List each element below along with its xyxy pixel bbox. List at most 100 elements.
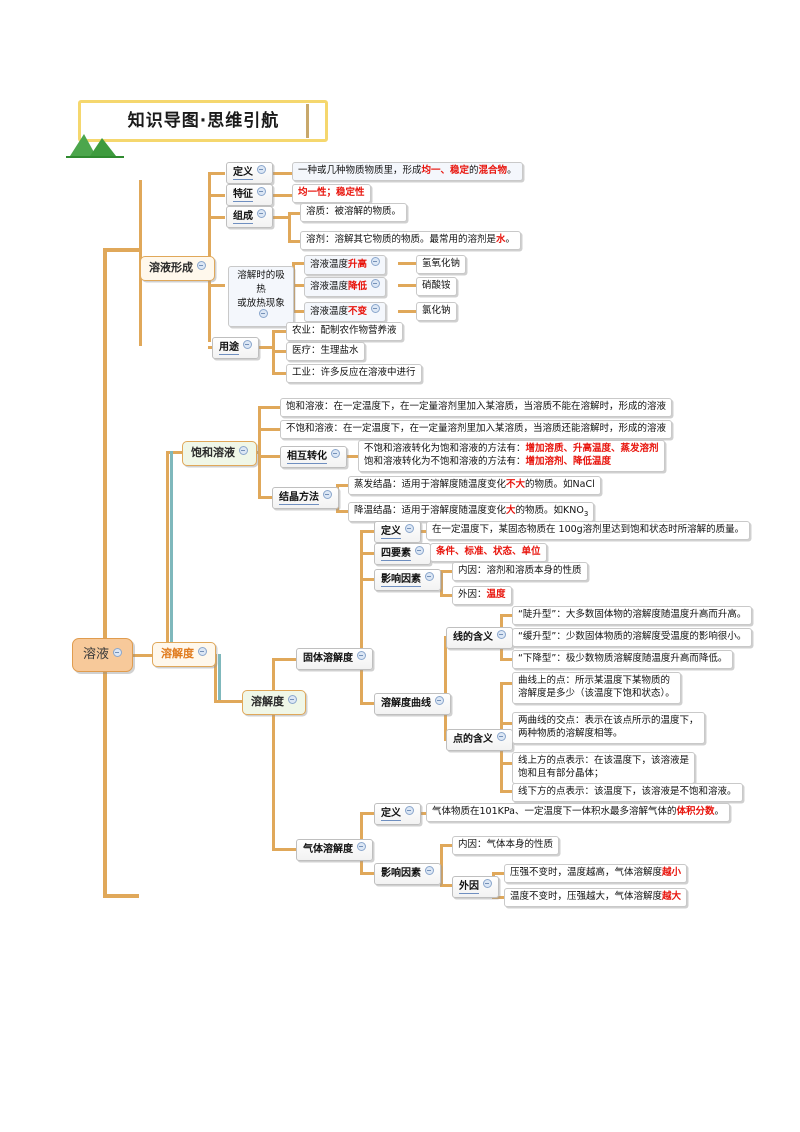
text-cooling-crystallization: 降温结晶：适用于溶解度随温度变化大的物质。如KNO3 bbox=[348, 502, 595, 523]
text-solid-definition: 在一定温度下，某固态物质在 100g溶剂里达到饱和状态时所溶解的质量。 bbox=[426, 521, 751, 540]
label-conversion[interactable]: 相互转化 bbox=[280, 446, 347, 468]
connector-comp-spine bbox=[288, 212, 291, 240]
collapse-icon[interactable] bbox=[405, 806, 414, 815]
root-node[interactable]: 溶液 bbox=[72, 638, 134, 672]
connector-green-solid bbox=[272, 658, 296, 661]
collapse-icon[interactable] bbox=[371, 279, 381, 288]
label-composition[interactable]: 组成 bbox=[226, 206, 273, 228]
connector-pm-3 bbox=[500, 762, 512, 765]
text-unsaturated-def: 不饱和溶液：在一定温度下，在一定量溶剂里加入某溶质，当溶质还能溶解时，形成的溶液 bbox=[280, 420, 673, 439]
conversion-line-2: 饱和溶液转化为不饱和溶液的方法有：增加溶剂、降低温度 bbox=[364, 455, 612, 467]
collapse-icon[interactable] bbox=[257, 187, 266, 196]
heat-row-same: 溶液温度不变 bbox=[304, 302, 387, 322]
label-line-meaning[interactable]: 线的含义 bbox=[446, 627, 513, 649]
connector-factor-spine bbox=[440, 570, 443, 594]
text-four-elements: 条件、标准、状态、单位 bbox=[430, 543, 547, 562]
branch-solubility[interactable]: 溶解度 bbox=[152, 642, 216, 667]
collapse-icon[interactable] bbox=[357, 651, 366, 660]
collapse-icon[interactable] bbox=[113, 648, 123, 657]
connector-sat-d1 bbox=[258, 406, 280, 409]
label-usage[interactable]: 用途 bbox=[212, 337, 259, 359]
label-gas-solubility[interactable]: 气体溶解度 bbox=[296, 839, 373, 861]
connector-heat-r1 bbox=[292, 262, 304, 265]
connector-lm-3 bbox=[500, 658, 512, 661]
page-title: 知识导图·思维引航 bbox=[127, 111, 280, 131]
collapse-icon[interactable] bbox=[497, 630, 506, 639]
collapse-icon[interactable] bbox=[371, 257, 381, 266]
connector-factor-int bbox=[440, 570, 452, 573]
collapse-icon[interactable] bbox=[257, 209, 266, 218]
text-point-below-line: 线下方的点表示：该温度下，该溶液是不饱和溶液。 bbox=[512, 783, 743, 802]
collapse-icon[interactable] bbox=[198, 647, 207, 656]
text-solid-external-factor: 外因：温度 bbox=[452, 586, 512, 605]
connector-root-bottom bbox=[103, 894, 139, 898]
label-solid-solubility[interactable]: 固体溶解度 bbox=[296, 648, 373, 670]
heat-example-naoh: 氢氧化钠 bbox=[416, 255, 467, 274]
label-gas-external[interactable]: 外因 bbox=[452, 876, 499, 898]
label-heat-phenomenon[interactable]: 溶解时的吸热 或放热现象 bbox=[228, 266, 294, 328]
collapse-icon[interactable] bbox=[483, 879, 492, 888]
connector-formation-def bbox=[208, 172, 225, 175]
label-point-meaning[interactable]: 点的含义 bbox=[446, 729, 513, 751]
label-feature[interactable]: 特征 bbox=[226, 184, 273, 206]
connector-gasext-2 bbox=[492, 896, 504, 899]
connector-usage-i2 bbox=[272, 350, 286, 353]
label-crystallization[interactable]: 结晶方法 bbox=[272, 487, 339, 509]
label-gas-factors[interactable]: 影响因素 bbox=[374, 863, 441, 885]
label-solid-factors[interactable]: 影响因素 bbox=[374, 569, 441, 591]
connector-sat-spine bbox=[166, 451, 169, 655]
collapse-icon[interactable] bbox=[425, 572, 434, 581]
collapse-icon[interactable] bbox=[425, 866, 434, 875]
branch-solubility-detail[interactable]: 溶解度 bbox=[242, 690, 306, 715]
connector-cryst-i1 bbox=[336, 484, 348, 487]
connector-heat-e2 bbox=[398, 284, 416, 287]
text-line-descending: “下降型”：极少数物质溶解度随温度升高而降低。 bbox=[512, 650, 734, 669]
collapse-icon[interactable] bbox=[243, 340, 252, 349]
collapse-icon[interactable] bbox=[323, 490, 332, 499]
branch-formation[interactable]: 溶液形成 bbox=[140, 256, 215, 281]
connector-usage-i1 bbox=[272, 330, 286, 333]
connector-sat-cryst bbox=[258, 496, 280, 499]
label-four-elements[interactable]: 四要素 bbox=[374, 543, 431, 565]
text-line-steep: “陡升型”：大多数固体物的溶解度随温度升高而升高。 bbox=[512, 606, 753, 625]
collapse-icon[interactable] bbox=[288, 695, 297, 704]
label-solid-definition[interactable]: 定义 bbox=[374, 521, 421, 543]
label-gas-definition[interactable]: 定义 bbox=[374, 803, 421, 825]
connector-root-spine bbox=[103, 248, 107, 898]
text-evaporation-crystallization: 蒸发结晶：适用于溶解度随温度变化不大的物质。如NaCl bbox=[348, 476, 601, 495]
connector-formation-comp bbox=[208, 216, 225, 219]
collapse-icon[interactable] bbox=[331, 449, 340, 458]
text-definition: 一种或几种物质物质里，形成均一、稳定的混合物。 bbox=[292, 162, 523, 181]
connector-gasfactor-spine bbox=[440, 844, 443, 884]
text-point-above-line: 线上方的点表示：在该温度下，该溶液是 饱和且有部分晶体； bbox=[512, 752, 696, 784]
collapse-icon[interactable] bbox=[357, 842, 366, 851]
collapse-icon[interactable] bbox=[415, 546, 424, 555]
connector-solub-teal bbox=[218, 654, 221, 702]
collapse-icon[interactable] bbox=[497, 732, 506, 741]
connector-factor-ext bbox=[440, 594, 452, 597]
text-saturated-def: 饱和溶液：在一定温度下，在一定量溶剂里加入某溶质，当溶质不能在溶解时，形成的溶液 bbox=[280, 398, 673, 417]
connector-gasext-1 bbox=[492, 872, 504, 875]
collapse-icon[interactable] bbox=[197, 261, 206, 270]
connector-pm-4 bbox=[500, 790, 512, 793]
collapse-icon[interactable] bbox=[405, 524, 414, 533]
connector-gas-factor bbox=[360, 872, 374, 875]
collapse-icon[interactable] bbox=[371, 304, 381, 313]
label-solubility-curve[interactable]: 溶解度曲线 bbox=[374, 693, 451, 715]
collapse-icon[interactable] bbox=[239, 446, 248, 455]
collapse-icon[interactable] bbox=[435, 696, 444, 705]
text-composition-solvent: 溶剂：溶解其它物质的物质。最常用的溶剂是水。 bbox=[300, 231, 522, 250]
branch-saturated[interactable]: 饱和溶液 bbox=[182, 441, 257, 466]
connector-gasfactor-int bbox=[440, 844, 452, 847]
connector-heat-r2 bbox=[292, 284, 304, 287]
label-definition[interactable]: 定义 bbox=[226, 162, 273, 184]
connector-heat-e3 bbox=[398, 310, 416, 313]
collapse-icon[interactable] bbox=[257, 165, 266, 174]
connector-gasfactor-ext bbox=[440, 884, 452, 887]
connector-solid-factor bbox=[360, 578, 374, 581]
heat-row-fall: 溶液温度降低 bbox=[304, 277, 387, 297]
text-feature: 均一性；稳定性 bbox=[292, 184, 371, 203]
connector-solid-curve bbox=[360, 702, 374, 705]
collapse-icon[interactable] bbox=[258, 309, 268, 319]
